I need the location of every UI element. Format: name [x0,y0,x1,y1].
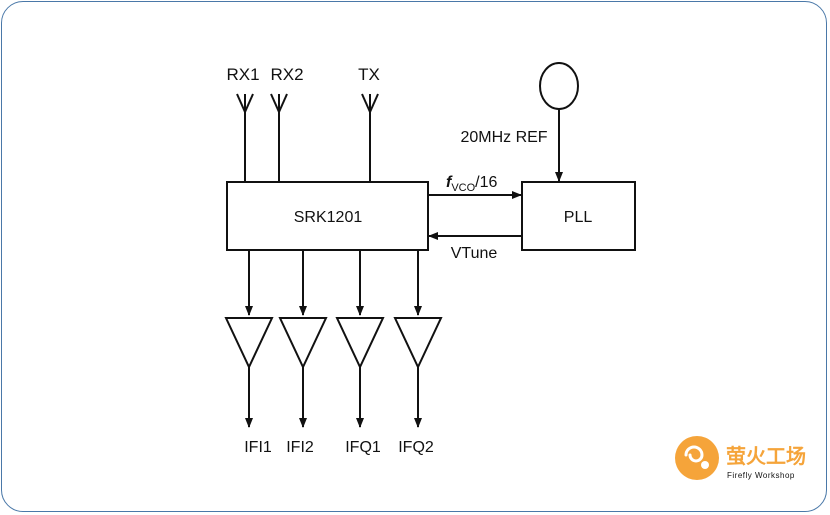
srk1201-block [226,181,429,251]
ref-label: 20MHz REF [460,129,547,146]
label-ifi1: IFI1 [244,439,272,456]
label-rx1: RX1 [226,65,259,84]
label-ifi2: IFI2 [286,439,314,456]
logo-name-en: Firefly Workshop [727,471,795,480]
fvco-div: /16 [475,174,497,191]
label-ifq1: IFQ1 [345,439,381,456]
pll-label: PLL [564,209,593,226]
logo-name-cn: 萤火工场 [726,444,806,468]
ifq2-amplifier-icon [393,317,443,370]
fvco-label: fVCO/16 [446,174,498,194]
antenna-tx-icon [361,93,379,182]
ifq1-amplifier-icon [335,317,385,370]
ifi2-amplifier-icon [278,317,328,370]
antenna-rx1-icon [236,93,254,182]
oscillator-icon [539,62,579,110]
label-ifq2: IFQ2 [398,439,434,456]
label-tx: TX [358,65,380,84]
firefly-logo: 萤火工场 Firefly Workshop [675,436,806,480]
vtune-label: VTune [451,245,498,262]
pll-block [521,181,636,251]
ifi1-amplifier-icon [224,317,274,370]
label-rx2: RX2 [270,65,303,84]
fvco-f: f [446,174,453,191]
srk1201-label: SRK1201 [294,209,363,226]
antenna-rx2-icon [270,93,288,182]
firefly-logo-icon [675,436,719,480]
fvco-sub: VCO [451,182,475,194]
